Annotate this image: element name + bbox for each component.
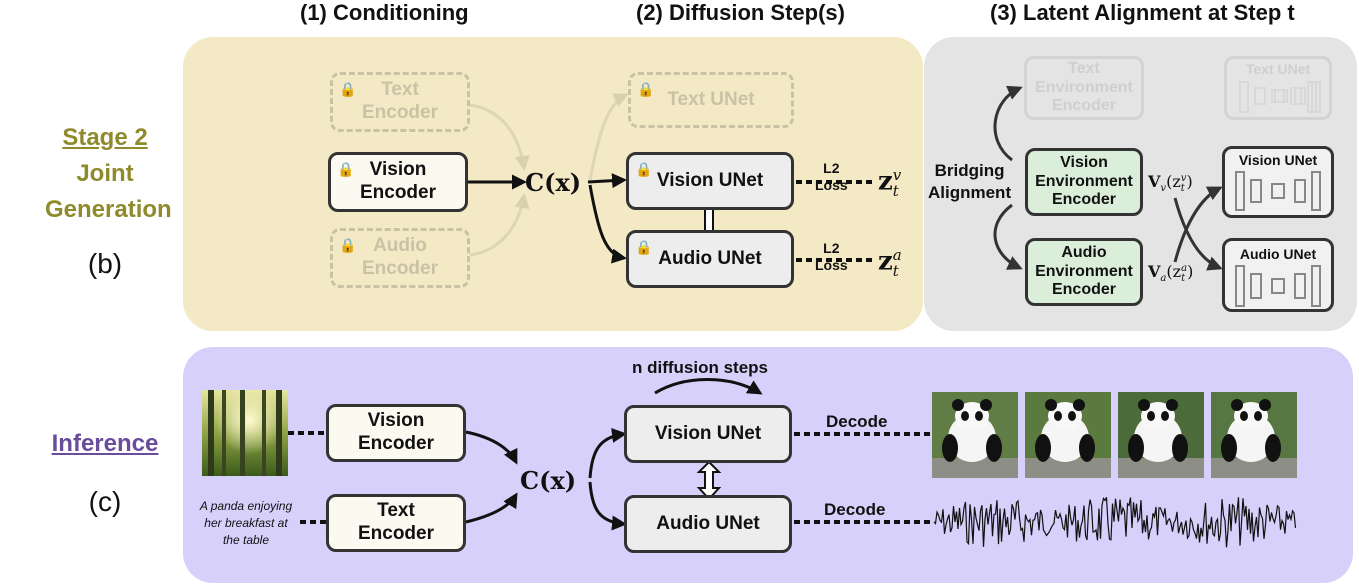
bridging-down-arrow xyxy=(993,203,1023,270)
header-diffusion: (2) Diffusion Step(s) xyxy=(636,0,845,25)
loss-label-top: L2 Loss xyxy=(815,160,848,193)
audio-encoder-box: 🔒 Audio Encoder xyxy=(330,228,470,288)
inf-audio-unet-box: Audio UNet xyxy=(624,495,792,553)
panda-frames xyxy=(932,392,1297,478)
vision-encoder-label: Vision Encoder xyxy=(359,159,437,203)
lock-icon: 🔒 xyxy=(635,161,653,177)
stage2-text-unet-box: 🔒 Text UNet xyxy=(628,72,794,128)
inference-cx: C(x) xyxy=(520,466,577,495)
decode-label-bottom: Decode xyxy=(824,500,886,519)
bridging-alignment-label: Bridging Alignment xyxy=(928,161,1012,202)
inference-title: Inference xyxy=(51,430,159,457)
n-diffusion-steps-label: n diffusion steps xyxy=(632,358,768,377)
inf-cx-to-audio-unet-arrow xyxy=(588,481,627,531)
va-to-vision-unet-arrow xyxy=(1173,186,1223,263)
inference-tag: (c) xyxy=(88,486,122,517)
lock-icon: 🔒 xyxy=(339,81,357,97)
stage2-label: Stage 2 Joint Generation xyxy=(45,120,172,228)
stage2-generation: Generation xyxy=(45,196,172,223)
header-alignment: (3) Latent Alignment at Step t xyxy=(990,0,1295,25)
n-steps-arrow xyxy=(654,378,763,395)
forest-image xyxy=(202,390,288,476)
audio-unet-label: Audio UNet xyxy=(658,247,762,269)
inf-vision-encoder-label: Vision Encoder xyxy=(357,410,435,454)
bridging-up-arrow xyxy=(993,85,1023,162)
align-text-unet-label: Text UNet xyxy=(1245,61,1311,77)
z-vision-latent: ztv xyxy=(878,166,902,200)
vision-env-encoder-box: Vision Environment Encoder xyxy=(1025,148,1143,216)
inf-vision-enc-to-cx-arrow xyxy=(465,430,518,465)
stage2-audio-unet-box: 🔒 Audio UNet xyxy=(626,230,794,288)
stage2-title: Stage 2 xyxy=(62,124,148,151)
stage2-joint: Joint xyxy=(76,160,134,187)
panda-frame-4 xyxy=(1211,392,1297,478)
inf-cx-to-vision-unet-arrow xyxy=(588,428,627,479)
align-vision-unet-label: Vision UNet xyxy=(1238,152,1318,168)
v-audio-label: Va(zta) xyxy=(1148,262,1194,285)
text-enc-to-cx-arrow xyxy=(469,103,530,171)
audio-enc-to-cx-arrow xyxy=(469,193,530,257)
align-audio-unet-label: Audio UNet xyxy=(1239,246,1317,262)
inf-double-arrow xyxy=(696,460,722,501)
align-vision-unet-box: Vision UNet xyxy=(1222,146,1334,218)
text-env-encoder-box: Text Environment Encoder xyxy=(1024,56,1144,120)
stage2-vision-unet-box: 🔒 Vision UNet xyxy=(626,152,794,210)
panda-frame-1 xyxy=(932,392,1018,478)
lock-icon: 🔒 xyxy=(635,239,653,255)
panda-frame-2 xyxy=(1025,392,1111,478)
vision-encoder-box: 🔒 Vision Encoder xyxy=(328,152,468,212)
audio-env-encoder-label: Audio Environment Encoder xyxy=(1035,244,1133,299)
text-env-encoder-label: Text Environment Encoder xyxy=(1035,60,1133,115)
stage2-cx: C(x) xyxy=(525,168,582,197)
inf-text-encoder-box: Text Encoder xyxy=(326,494,466,552)
lock-icon: 🔒 xyxy=(637,81,655,97)
lock-icon: 🔒 xyxy=(339,237,357,253)
cx-to-vision-unet-arrow xyxy=(587,173,627,189)
inf-vision-unet-label: Vision UNet xyxy=(654,422,762,444)
vision-env-encoder-label: Vision Environment Encoder xyxy=(1035,154,1133,209)
inf-text-enc-to-cx-arrow xyxy=(465,492,518,524)
decode-label-top: Decode xyxy=(826,412,888,431)
align-audio-unet-box: Audio UNet xyxy=(1222,238,1334,312)
stage2-tag: (b) xyxy=(87,248,123,279)
v-vision-label: Vv(ztv) xyxy=(1148,172,1193,195)
audio-encoder-label: Audio Encoder xyxy=(361,235,439,279)
vision-unet-label: Vision UNet xyxy=(656,169,764,191)
text-encoder-label: Text Encoder xyxy=(361,79,439,123)
inference-caption: A panda enjoying her breakfast at the ta… xyxy=(199,499,293,547)
z-audio-latent: zta xyxy=(878,246,902,280)
cx-to-audio-unet-arrow xyxy=(588,184,627,264)
align-text-unet-box: Text UNet xyxy=(1224,56,1332,120)
inf-vision-encoder-box: Vision Encoder xyxy=(326,404,466,462)
loss-label-bottom: L2 Loss xyxy=(815,240,848,273)
inf-vision-unet-box: Vision UNet xyxy=(624,405,792,463)
header-conditioning: (1) Conditioning xyxy=(300,0,469,25)
vv-to-audio-unet-arrow xyxy=(1173,197,1223,271)
cx-to-text-unet-arrow xyxy=(588,93,629,181)
inf-text-encoder-label: Text Encoder xyxy=(357,500,435,544)
panda-frame-3 xyxy=(1118,392,1204,478)
audio-waveform xyxy=(933,496,1297,548)
lock-icon: 🔒 xyxy=(337,161,355,177)
audio-env-encoder-box: Audio Environment Encoder xyxy=(1025,238,1143,306)
text-unet-label: Text UNet xyxy=(667,88,755,110)
text-encoder-box: 🔒 Text Encoder xyxy=(330,72,470,132)
inf-audio-unet-label: Audio UNet xyxy=(656,512,760,534)
